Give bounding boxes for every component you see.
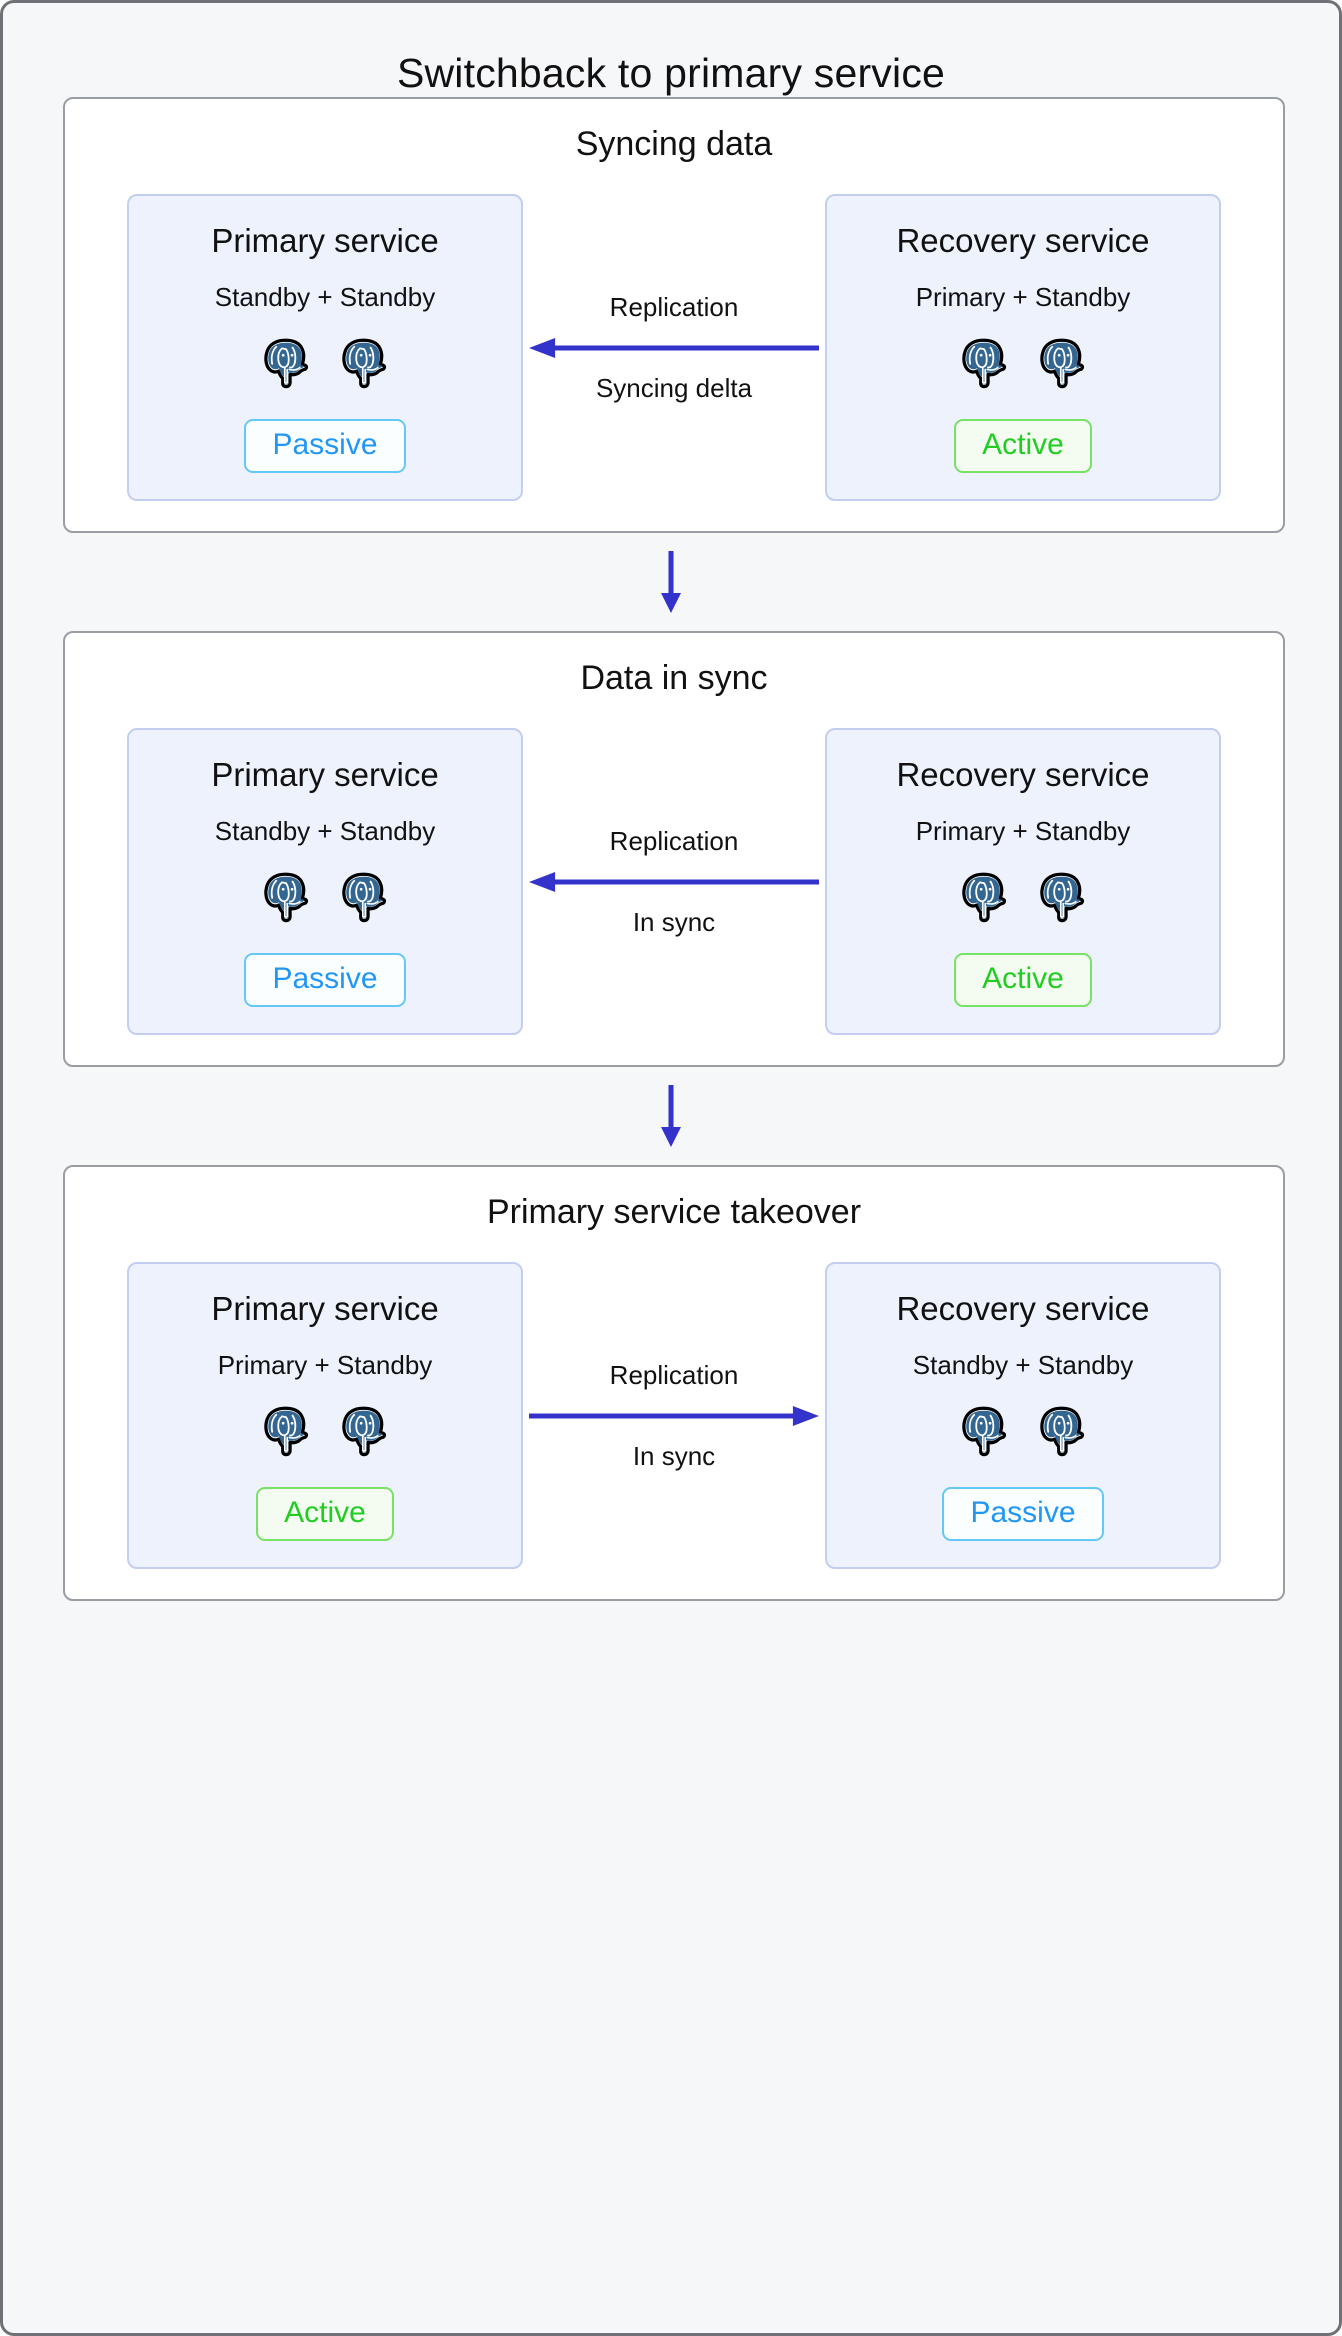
service-name: Primary service (211, 1290, 439, 1327)
postgresql-elephant-icon (962, 872, 1007, 923)
postgresql-elephant-icon (264, 338, 309, 389)
step-down-arrow-icon (661, 551, 681, 613)
stage-title: Syncing data (575, 125, 773, 163)
replication-arrow-row (529, 335, 819, 361)
service-name: Recovery service (896, 756, 1150, 793)
status-badge: Active (954, 419, 1092, 473)
service-name: Recovery service (896, 1290, 1150, 1327)
postgresql-elephant-icon (1040, 338, 1085, 389)
replication-connector: Replication In sync (523, 1262, 825, 1569)
replication-label-top: Replication (609, 291, 739, 322)
database-node-group (260, 871, 390, 923)
service-roles: Primary + Standby (915, 816, 1131, 846)
replication-connector: Replication In sync (523, 728, 825, 1035)
service-name: Primary service (211, 756, 439, 793)
stage-title: Data in sync (580, 659, 768, 697)
postgresql-elephant-icon (342, 338, 387, 389)
replication-arrow-row (529, 1403, 819, 1429)
service-name: Primary service (211, 222, 439, 259)
database-node-group (958, 871, 1088, 923)
postgresql-elephant-icon (342, 872, 387, 923)
postgresql-elephant-icon (342, 1406, 387, 1457)
status-badge: Active (954, 953, 1092, 1007)
postgresql-elephant-icon (1040, 872, 1085, 923)
status-badge: Passive (244, 953, 406, 1007)
replication-label-bottom: Syncing delta (595, 372, 753, 403)
replication-arrow-row (529, 869, 819, 895)
database-node-group (958, 337, 1088, 389)
status-badge: Passive (942, 1487, 1104, 1541)
database-node-group (260, 1405, 390, 1457)
step-connector (63, 1067, 1279, 1165)
status-badge: Passive (244, 419, 406, 473)
service-roles: Standby + Standby (214, 282, 436, 312)
service-roles: Standby + Standby (912, 1350, 1134, 1380)
postgresql-elephant-icon (962, 1406, 1007, 1457)
service-roles: Primary + Standby (217, 1350, 433, 1380)
postgresql-elephant-icon (1040, 1406, 1085, 1457)
replication-label-bottom: In sync (632, 1440, 716, 1471)
step-down-arrow-icon (661, 1085, 681, 1147)
step-connector (63, 533, 1279, 631)
postgresql-elephant-icon (962, 338, 1007, 389)
replication-arrow-icon (529, 337, 819, 358)
replication-label-bottom: In sync (632, 906, 716, 937)
postgresql-elephant-icon (264, 1406, 309, 1457)
service-roles: Primary + Standby (915, 282, 1131, 312)
database-node-group (958, 1405, 1088, 1457)
service-name: Recovery service (896, 222, 1150, 259)
replication-label-top: Replication (609, 825, 739, 856)
database-node-group (260, 337, 390, 389)
replication-arrow-icon (529, 871, 819, 892)
service-roles: Standby + Standby (214, 816, 436, 846)
replication-label-top: Replication (609, 1359, 739, 1390)
stage-title: Primary service takeover (486, 1193, 862, 1231)
postgresql-elephant-icon (264, 872, 309, 923)
replication-arrow-icon (529, 1405, 819, 1426)
status-badge: Active (256, 1487, 394, 1541)
page-title: Switchback to primary service (396, 50, 946, 96)
